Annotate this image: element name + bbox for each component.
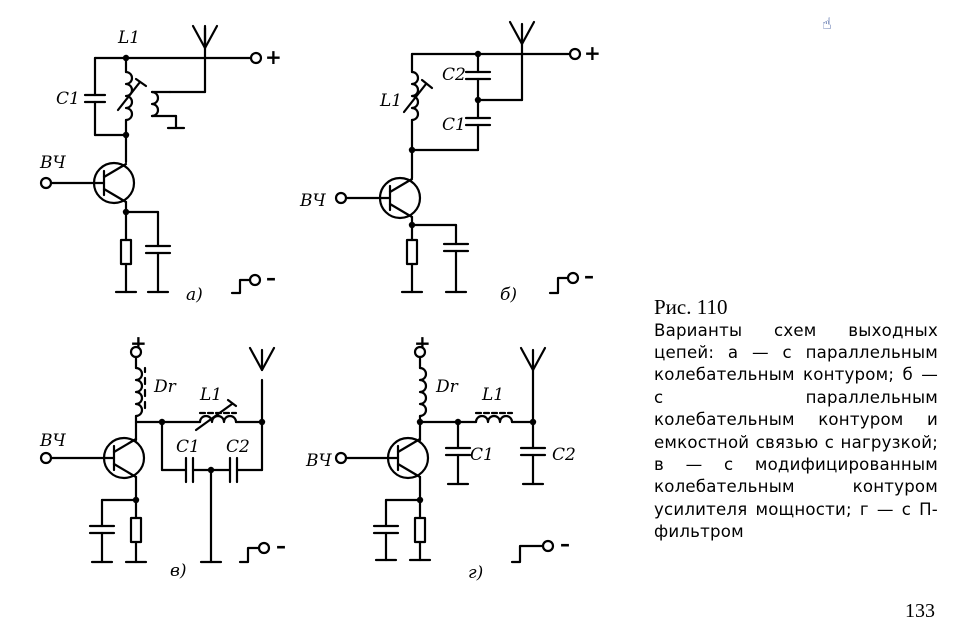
input-label: ВЧ — [39, 431, 66, 451]
capacitor-c2-label: C2 — [442, 65, 466, 85]
minus-label: – — [584, 264, 594, 288]
page-number: 133 — [905, 600, 935, 622]
subfigure-label: в) — [170, 561, 187, 581]
capacitor-c2-label: C2 — [552, 445, 576, 465]
capacitor-c1-label: C1 — [176, 437, 200, 457]
capacitor-c1-label: C1 — [470, 445, 494, 465]
choke-label: Dr — [435, 377, 459, 397]
input-label: ВЧ — [299, 191, 326, 211]
plus-label: + — [265, 45, 282, 69]
figure-caption: Рис. 110 Варианты схем выходных цепей: а… — [654, 296, 938, 544]
diagram-v: + Dr L1 C1 C2 — [39, 331, 286, 581]
input-label: ВЧ — [305, 451, 332, 471]
capacitor-label: C1 — [56, 89, 80, 109]
choke-label: Dr — [153, 377, 177, 397]
subfigure-label: а) — [186, 285, 203, 305]
input-label: ВЧ — [39, 153, 66, 173]
inductor-label: L1 — [117, 28, 140, 48]
minus-label: – — [276, 534, 286, 558]
diagram-b: + C2 C1 L1 ВЧ — [299, 20, 601, 305]
inductor-label: L1 — [199, 385, 222, 405]
diagram-g: + Dr L1 C2 C1 ВЧ — [305, 331, 576, 583]
subfigure-label: г) — [468, 563, 483, 583]
caption-text: Варианты схем выходных цепей: а — с пара… — [654, 320, 938, 542]
hand-cursor-icon: ☝ — [822, 14, 832, 33]
subfigure-label: б) — [500, 285, 517, 305]
diagram-a: + L1 C1 ВЧ — [39, 24, 282, 305]
capacitor-c1-label: C1 — [442, 115, 466, 135]
figure-number: Рис. 110 — [654, 295, 728, 319]
capacitor-c2-label: C2 — [226, 437, 250, 457]
plus-label: + — [584, 41, 601, 65]
minus-label: – — [560, 532, 570, 556]
minus-label: – — [266, 266, 276, 290]
inductor-label: L1 — [379, 91, 402, 111]
inductor-label: L1 — [481, 385, 504, 405]
